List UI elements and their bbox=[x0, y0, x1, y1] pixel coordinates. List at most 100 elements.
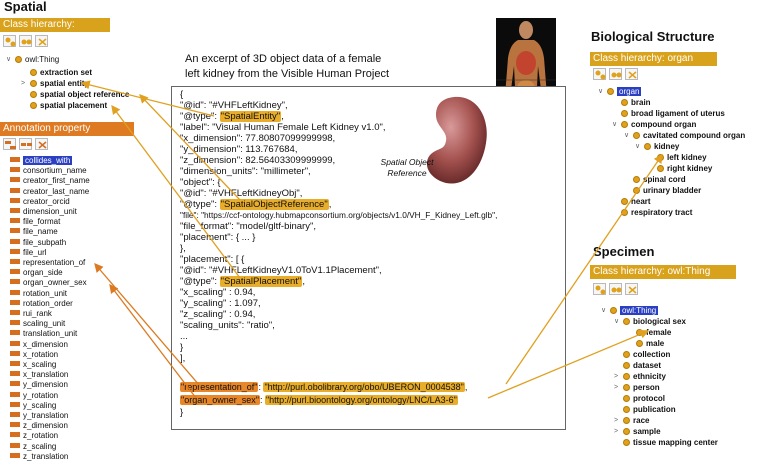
annotation-property-scaling-unit[interactable]: scaling_unit bbox=[10, 319, 65, 328]
annotation-property-label: z_rotation bbox=[23, 431, 59, 441]
annotation-property-z-translation[interactable]: z_translation bbox=[10, 452, 68, 461]
annotation-property-x-dimension[interactable]: x_dimension bbox=[10, 340, 68, 349]
annotation-property-label: x_rotation bbox=[23, 349, 59, 359]
annotation-property-icon bbox=[10, 269, 20, 275]
json-line: "@id": "#VHFLeftKidneyObj", bbox=[180, 188, 303, 199]
json-line: "placement": { ... } bbox=[180, 232, 256, 243]
annotation-property-creator-orcid[interactable]: creator_orcid bbox=[10, 197, 70, 206]
tree-node-owl-thing[interactable]: ∨owl:Thing bbox=[601, 306, 659, 315]
tree-node-race[interactable]: >race bbox=[614, 416, 650, 425]
add-sibling-icon[interactable] bbox=[609, 68, 622, 80]
tree-node-collection[interactable]: collection bbox=[623, 350, 670, 360]
delete-class-icon[interactable] bbox=[625, 68, 638, 80]
annotation-property-x-translation[interactable]: x_translation bbox=[10, 370, 68, 379]
expand-icon[interactable]: > bbox=[21, 80, 26, 87]
tree-node-extraction-set[interactable]: extraction set bbox=[30, 68, 92, 78]
expand-icon[interactable]: > bbox=[614, 373, 619, 380]
collapse-icon[interactable]: ∨ bbox=[624, 132, 630, 139]
collapse-icon[interactable]: ∨ bbox=[612, 121, 618, 128]
annotation-property-x-scaling[interactable]: x_scaling bbox=[10, 360, 56, 369]
tree-node-protocol[interactable]: protocol bbox=[623, 394, 665, 404]
add-sibling-icon[interactable] bbox=[19, 35, 32, 47]
annotation-property-rui-rank[interactable]: rui_rank bbox=[10, 309, 52, 318]
collapse-icon[interactable]: ∨ bbox=[6, 56, 12, 63]
collapse-icon[interactable]: ∨ bbox=[601, 307, 607, 314]
annotation-property-z-rotation[interactable]: z_rotation bbox=[10, 431, 58, 440]
annotation-property-y-dimension[interactable]: y_dimension bbox=[10, 380, 68, 389]
annotation-property-organ-owner-sex[interactable]: organ_owner_sex bbox=[10, 278, 87, 287]
tree-node-person[interactable]: >person bbox=[614, 383, 660, 392]
annotation-property-y-scaling[interactable]: y_scaling bbox=[10, 401, 56, 410]
delete-class-icon[interactable] bbox=[35, 35, 48, 47]
annotation-property-organ-side[interactable]: organ_side bbox=[10, 268, 63, 277]
annotation-property-icon bbox=[10, 177, 20, 183]
tree-node-respiratory-tract[interactable]: respiratory tract bbox=[621, 208, 692, 218]
tree-node-spatial-placement[interactable]: spatial placement bbox=[30, 101, 107, 111]
delete-class-icon[interactable] bbox=[625, 283, 638, 295]
tree-node-male[interactable]: male bbox=[636, 339, 664, 349]
tree-node-brain[interactable]: brain bbox=[621, 98, 651, 108]
annotation-property-label: collides_with bbox=[23, 156, 73, 165]
annotation-property-dimension-unit[interactable]: dimension_unit bbox=[10, 207, 77, 216]
annotation-property-y-rotation[interactable]: y_rotation bbox=[10, 391, 58, 400]
tree-node-tissue-mapping-center[interactable]: tissue mapping center bbox=[623, 438, 718, 448]
annotation-property-rotation-order[interactable]: rotation_order bbox=[10, 299, 73, 308]
json-line: "x_scaling" : 0.94, bbox=[180, 287, 256, 298]
tree-node-biological-sex[interactable]: ∨biological sex bbox=[614, 317, 686, 326]
tree-node-female[interactable]: female bbox=[636, 328, 671, 338]
annotation-property-translation-unit[interactable]: translation_unit bbox=[10, 329, 77, 338]
tree-node-kidney[interactable]: ∨kidney bbox=[635, 142, 680, 151]
annotation-property-icon bbox=[10, 167, 20, 173]
tree-node-spatial-entity[interactable]: >spatial entity bbox=[21, 79, 89, 88]
add-subclass-icon[interactable] bbox=[3, 35, 16, 47]
tree-node-heart[interactable]: heart bbox=[621, 197, 651, 207]
annotation-property-file-name[interactable]: file_name bbox=[10, 227, 58, 236]
specimen-class-hierarchy-bar: Class hierarchy: owl:Thing bbox=[590, 265, 736, 279]
tree-node-organ[interactable]: ∨organ bbox=[598, 87, 642, 96]
annotation-property-icon bbox=[10, 401, 20, 407]
figure-caption-line1: An excerpt of 3D object data of a female bbox=[185, 53, 382, 65]
tree-node-broad-ligament[interactable]: broad ligament of uterus bbox=[621, 109, 725, 119]
tree-node-dataset[interactable]: dataset bbox=[623, 361, 661, 371]
add-sibling-property-icon[interactable] bbox=[19, 138, 32, 150]
add-subclass-icon[interactable] bbox=[593, 68, 606, 80]
annotation-property-file-format[interactable]: file_format bbox=[10, 217, 60, 226]
annotation-property-creator-last-name[interactable]: creator_last_name bbox=[10, 187, 89, 196]
annotation-property-rotation-unit[interactable]: rotation_unit bbox=[10, 289, 67, 298]
tree-node-spinal-cord[interactable]: spinal cord bbox=[633, 175, 686, 185]
tree-node-urinary-bladder[interactable]: urinary bladder bbox=[633, 186, 701, 196]
annotation-property-representation-of[interactable]: representation_of bbox=[10, 258, 85, 267]
collapse-icon[interactable]: ∨ bbox=[598, 88, 604, 95]
expand-icon[interactable]: > bbox=[614, 428, 619, 435]
add-subproperty-icon[interactable] bbox=[3, 138, 16, 150]
annotation-property-file-subpath[interactable]: file_subpath bbox=[10, 238, 66, 247]
tree-node-sample[interactable]: >sample bbox=[614, 427, 661, 436]
add-sibling-icon[interactable] bbox=[609, 283, 622, 295]
annotation-property-collides-with[interactable]: collides_with bbox=[10, 156, 73, 165]
expand-icon[interactable]: > bbox=[614, 384, 619, 391]
annotation-property-y-translation[interactable]: y_translation bbox=[10, 411, 68, 420]
class-icon bbox=[30, 69, 37, 76]
tree-node-spatial-object-reference[interactable]: spatial object reference bbox=[30, 90, 129, 100]
collapse-icon[interactable]: ∨ bbox=[635, 143, 641, 150]
tree-node-cavitated-compound-organ[interactable]: ∨cavitated compound organ bbox=[624, 131, 746, 140]
annotation-property-file-url[interactable]: file_url bbox=[10, 248, 47, 257]
tree-node-owl-thing[interactable]: ∨owl:Thing bbox=[6, 55, 60, 64]
tree-node-left-kidney[interactable]: left kidney bbox=[657, 153, 707, 163]
annotation-property-creator-first-name[interactable]: creator_first_name bbox=[10, 176, 90, 185]
tree-node-ethnicity[interactable]: >ethnicity bbox=[614, 372, 666, 381]
annotation-property-consortium-name[interactable]: consortium_name bbox=[10, 166, 87, 175]
annotation-property-icon bbox=[10, 350, 20, 356]
spatial-title: Spatial bbox=[4, 0, 47, 14]
tree-node-right-kidney[interactable]: right kidney bbox=[657, 164, 712, 174]
expand-icon[interactable]: > bbox=[614, 417, 619, 424]
collapse-icon[interactable]: ∨ bbox=[614, 318, 620, 325]
biological-class-hierarchy-bar: Class hierarchy: organ bbox=[590, 52, 717, 66]
annotation-property-z-scaling[interactable]: z_scaling bbox=[10, 442, 56, 451]
add-subclass-icon[interactable] bbox=[593, 283, 606, 295]
tree-node-compound-organ[interactable]: ∨compound organ bbox=[612, 120, 697, 129]
annotation-property-z-dimension[interactable]: z_dimension bbox=[10, 421, 68, 430]
annotation-property-x-rotation[interactable]: x_rotation bbox=[10, 350, 58, 359]
tree-node-publication[interactable]: publication bbox=[623, 405, 676, 415]
delete-property-icon[interactable] bbox=[35, 138, 48, 150]
